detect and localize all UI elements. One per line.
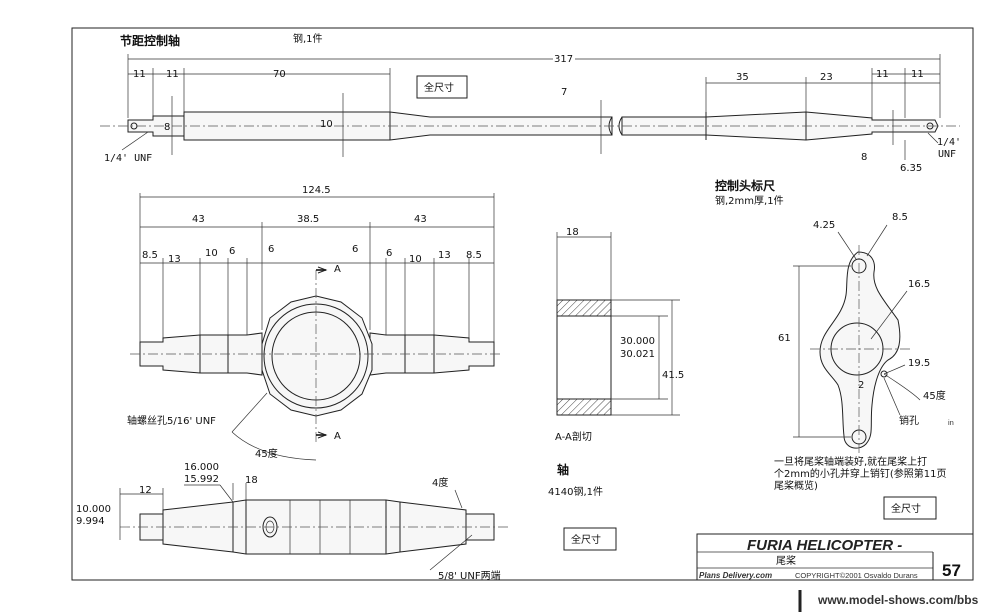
pin-hole bbox=[880, 370, 888, 378]
dim-4-25: 4.25 bbox=[813, 220, 835, 231]
dim-11d: 11 bbox=[911, 69, 924, 80]
dim-11a: 11 bbox=[133, 69, 146, 80]
axle-view: 轴 4140钢,1件 全尺寸 16.000 15.992 18 12 10.00… bbox=[76, 462, 617, 582]
section-mark-top: A bbox=[334, 264, 341, 275]
axle-thread-note: 5/8' UNF两端 bbox=[438, 569, 501, 582]
dim-6d: 6 bbox=[386, 248, 392, 259]
dim-10a: 10 bbox=[205, 248, 218, 259]
dim-8-5b: 8.5 bbox=[466, 250, 482, 261]
title-block-brand: Plans Delivery.com bbox=[699, 571, 772, 580]
pin-hole-suffix: in bbox=[948, 418, 954, 427]
sheet-border bbox=[71, 27, 974, 581]
dim-6a: 6 bbox=[229, 246, 235, 257]
title-block-title: FURIA HELICOPTER - bbox=[747, 537, 902, 554]
page-number: 57 bbox=[942, 561, 961, 580]
dim-43b: 43 bbox=[414, 214, 427, 225]
title-block-copyright: COPYRIGHT©2001 Osvaldo Durans bbox=[795, 571, 918, 580]
hub-arm-left bbox=[139, 332, 263, 376]
axle-dim-16b: 15.992 bbox=[184, 474, 219, 485]
full-size-box-top bbox=[416, 75, 468, 99]
dim-61: 61 bbox=[778, 333, 791, 344]
dim-dia7: 7 bbox=[561, 87, 567, 98]
hub-ring-outer bbox=[261, 295, 373, 417]
axle-dim-10a: 10.000 bbox=[76, 504, 111, 515]
control-head-plate bbox=[819, 251, 901, 449]
section-mark-bottom: A bbox=[334, 431, 341, 442]
axle-material: 4140钢,1件 bbox=[548, 485, 603, 498]
dim-317: 317 bbox=[554, 54, 573, 65]
dim-11b: 11 bbox=[166, 69, 179, 80]
pitch-control-shaft-view: 节距控制轴 钢,1件 317 11 11 70 35 23 11 11 全尺寸 bbox=[100, 32, 961, 174]
hub-thread-note: 轴螺丝孔5/16' UNF bbox=[127, 414, 216, 427]
watermark-text: www.model-shows.com/bbs bbox=[817, 593, 979, 607]
note-line-2: 个2mm的小孔并穿上销钉(参照第11页 bbox=[774, 467, 946, 480]
title-block-subtitle: 尾桨 bbox=[776, 554, 796, 567]
dim-19-5: 19.5 bbox=[908, 358, 930, 369]
axle-dim-16a: 16.000 bbox=[184, 462, 219, 473]
axle-angle: 4度 bbox=[432, 476, 448, 489]
dim-41-5: 41.5 bbox=[662, 370, 684, 381]
dim-124-5: 124.5 bbox=[302, 185, 331, 196]
shaft-material: 钢,1件 bbox=[293, 32, 323, 45]
thread-right-b: UNF bbox=[938, 149, 956, 160]
watermark: www.model-shows.com/bbs bbox=[796, 586, 1008, 612]
dim-dia10: 10 bbox=[320, 119, 333, 130]
axle-body bbox=[139, 499, 495, 555]
axle-dim-18: 18 bbox=[245, 475, 258, 486]
section-aa-view: 18 30.000 30.021 41.5 A-A剖切 bbox=[555, 227, 684, 443]
dim-2: 2 bbox=[858, 380, 864, 391]
dim-13b: 13 bbox=[438, 250, 451, 261]
control-head-material: 钢,2mm厚,1件 bbox=[715, 194, 784, 207]
full-size-box-axle bbox=[563, 527, 617, 551]
axle-title: 轴 bbox=[557, 462, 569, 477]
hub-view: 124.5 43 38.5 43 8.5 13 10 6 6 6 6 10 13… bbox=[127, 185, 500, 461]
shaft-title: 节距控制轴 bbox=[120, 33, 180, 48]
section-caption: A-A剖切 bbox=[555, 430, 592, 443]
axle-dim-12: 12 bbox=[139, 485, 152, 496]
title-block: FURIA HELICOPTER - 尾桨 Plans Delivery.com… bbox=[696, 533, 974, 581]
thread-left: 1/4' UNF bbox=[104, 153, 152, 164]
dim-dia8-right: 8 bbox=[861, 152, 867, 163]
axle-dim-10b: 9.994 bbox=[76, 516, 105, 527]
dim-8-5a: 8.5 bbox=[142, 250, 158, 261]
full-size-box-right bbox=[883, 496, 937, 520]
dim-18-section: 18 bbox=[566, 227, 579, 238]
control-head-title: 控制头标尺 bbox=[715, 178, 775, 193]
dim-70: 70 bbox=[273, 69, 286, 80]
full-size-label-top: 全尺寸 bbox=[424, 81, 454, 94]
dim-43a: 43 bbox=[192, 214, 205, 225]
bore-dim-a: 30.000 bbox=[620, 336, 655, 347]
thread-right-a: 1/4' bbox=[937, 137, 961, 148]
bore-dim-b: 30.021 bbox=[620, 349, 655, 360]
dim-23: 23 bbox=[820, 72, 833, 83]
dim-6b: 6 bbox=[268, 244, 274, 255]
note-line-3: 尾桨概览) bbox=[774, 479, 818, 492]
dim-6-35: 6.35 bbox=[900, 163, 922, 174]
note-line-1: 一旦将尾桨轴端装好,就在尾桨上打 bbox=[774, 455, 927, 468]
section-hatch-top bbox=[556, 299, 612, 317]
dim-11c: 11 bbox=[876, 69, 889, 80]
hub-ring-inner-edge bbox=[263, 303, 369, 409]
dim-35: 35 bbox=[736, 72, 749, 83]
pin-hole-label: 销孔 bbox=[899, 414, 919, 427]
control-head-view: 控制头标尺 钢,2mm厚,1件 61 4.25 8.5 16.5 19.5 2 … bbox=[715, 178, 954, 520]
section-bore bbox=[556, 315, 612, 400]
dim-16-5: 16.5 bbox=[908, 279, 930, 290]
full-size-label-axle: 全尺寸 bbox=[571, 533, 601, 546]
section-hatch-bottom bbox=[556, 398, 612, 416]
dim-6c: 6 bbox=[352, 244, 358, 255]
dim-38-5: 38.5 bbox=[297, 214, 319, 225]
dim-dia8-left: 8 bbox=[164, 122, 170, 133]
hub-angle: 45度 bbox=[255, 447, 278, 460]
control-head-angle: 45度 bbox=[923, 389, 946, 402]
full-size-label-right: 全尺寸 bbox=[891, 502, 921, 515]
dim-13a: 13 bbox=[168, 254, 181, 265]
dim-8-5-ch: 8.5 bbox=[892, 212, 908, 223]
dim-10b: 10 bbox=[409, 254, 422, 265]
